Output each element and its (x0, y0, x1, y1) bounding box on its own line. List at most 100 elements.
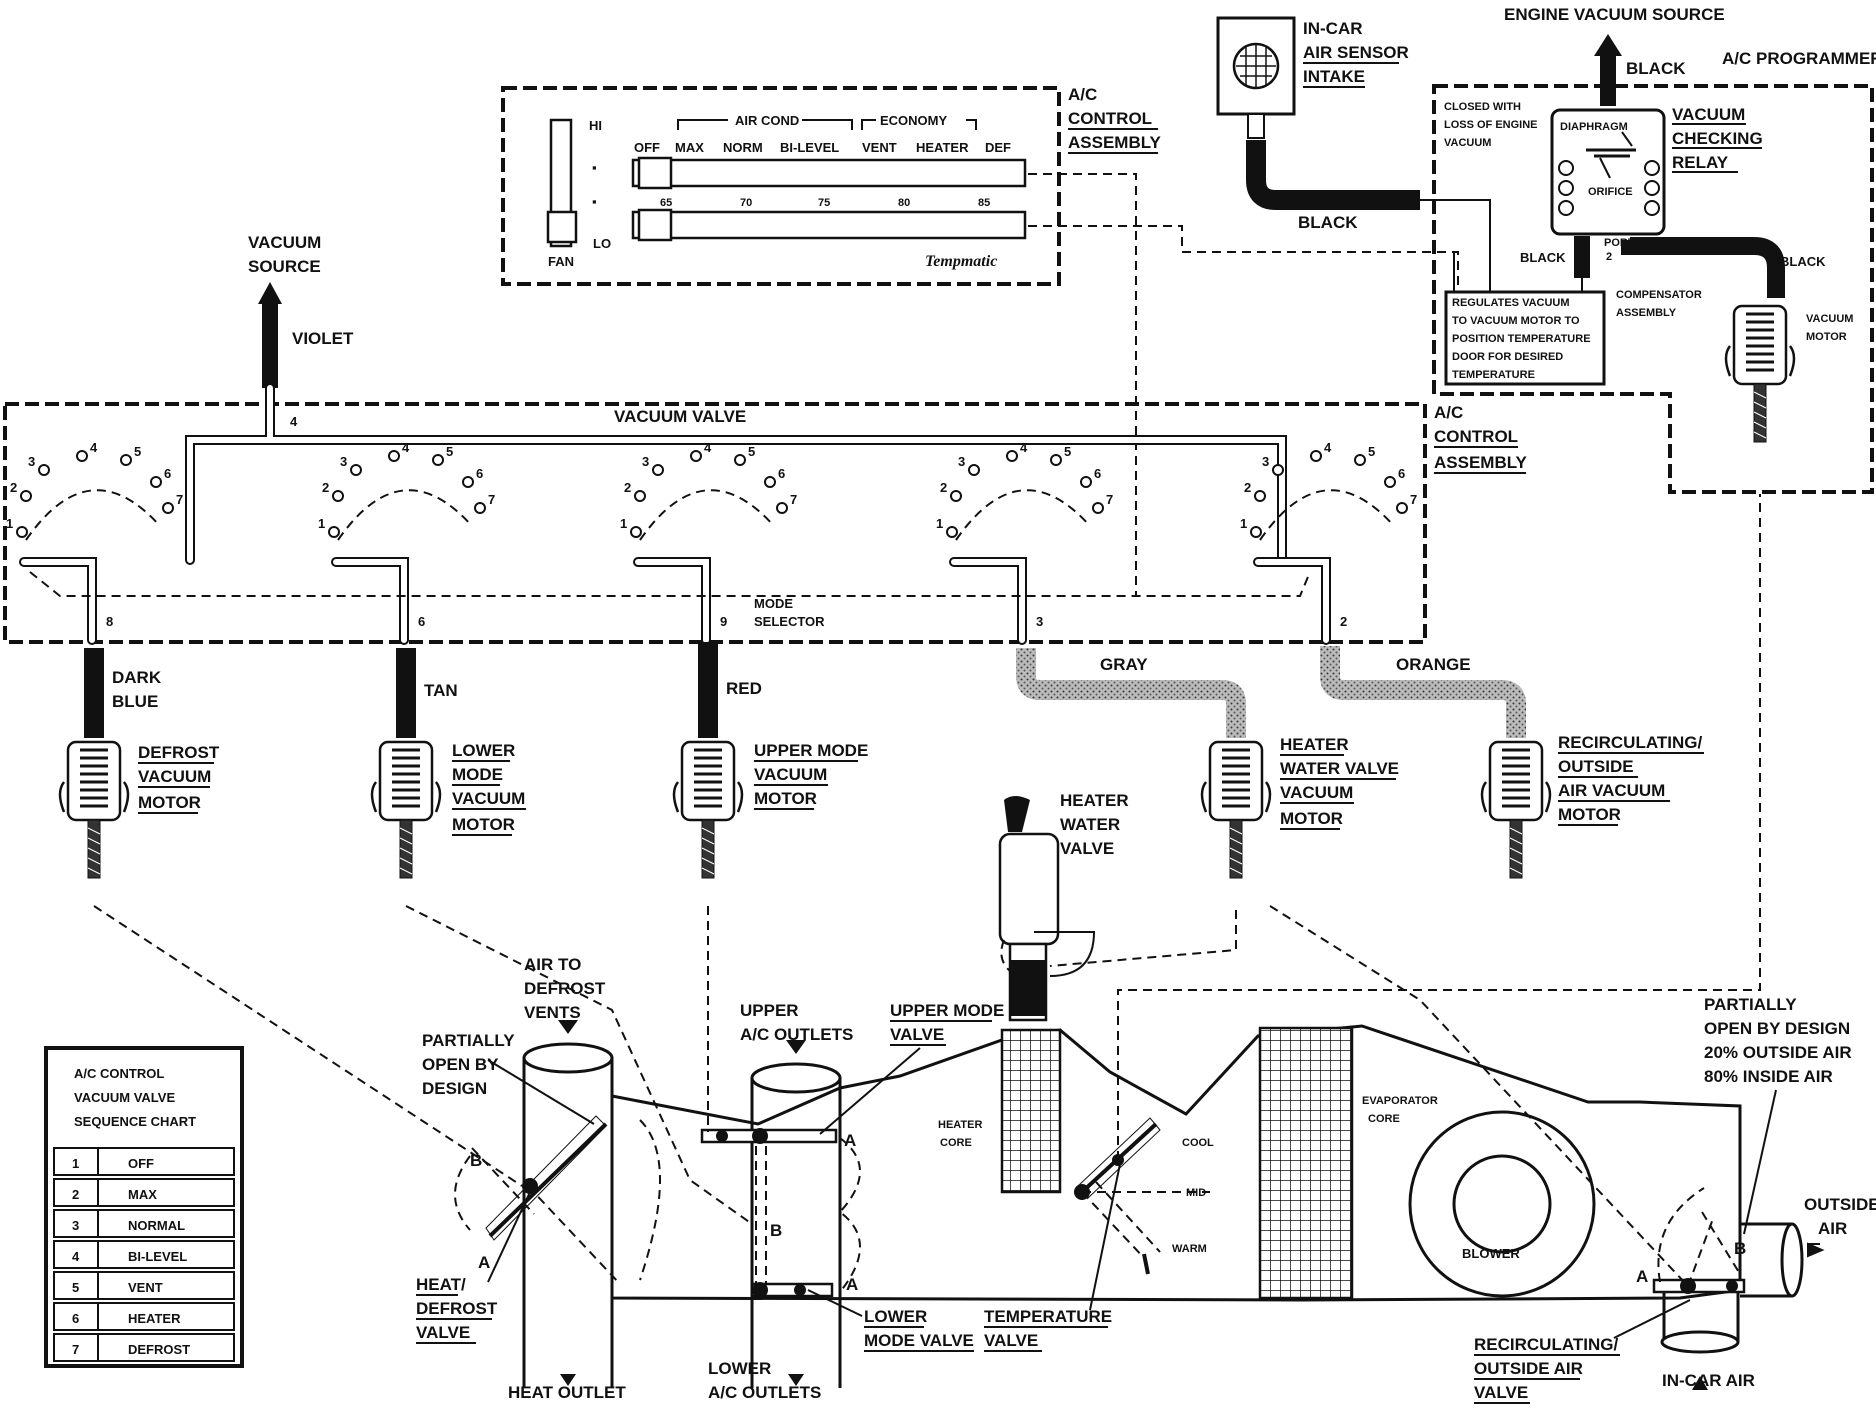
chart-title-2: VACUUM VALVE (74, 1090, 175, 1105)
black-sensor-hose-label: BLACK (1298, 213, 1358, 232)
selector-port-label-3-7: 7 (790, 492, 797, 507)
recirc-valve-leader (1613, 1299, 1691, 1339)
heat-defrost-leader (487, 1191, 531, 1283)
selector-port-label-4-1: 1 (936, 516, 943, 531)
orifice-label: ORIFICE (1588, 186, 1633, 198)
engine-vacuum-arrow (1594, 34, 1622, 56)
mode-knob[interactable] (637, 156, 673, 190)
lower-motor-1: LOWER (452, 741, 515, 760)
selector-port-label-2-7: 7 (488, 492, 495, 507)
selector-port-label-2-4: 4 (402, 440, 410, 455)
fan-knob[interactable] (546, 210, 578, 244)
closed-with-3: VACUUM (1444, 137, 1491, 149)
upper-mode-valve-2: VALVE (890, 1025, 944, 1044)
temperature-valve-leader (1089, 1163, 1121, 1311)
lower-valve-a: A (846, 1275, 858, 1294)
black-port2-hose (1574, 236, 1590, 278)
upper-motor-3: MOTOR (754, 789, 817, 808)
blower (1408, 1110, 1596, 1298)
partially-open-right-leader (1743, 1089, 1777, 1235)
upper-valve-a: A (844, 1131, 856, 1150)
vacuum-valve-title: VACUUM VALVE (614, 407, 746, 426)
heat-defrost-valve-3: VALVE (416, 1323, 470, 1342)
selector-port-4-3 (968, 464, 980, 476)
heater-water-valve-vacuum-motor (1200, 740, 1272, 880)
selector-port-1-3 (38, 464, 50, 476)
vacuum-source-arrow (258, 282, 282, 304)
selector-port-label-5-4: 4 (1324, 440, 1332, 455)
black-sensor-hose (1246, 140, 1420, 210)
heat-outlet-label: HEAT OUTLET (508, 1383, 626, 1402)
chart-row-label-4: BI-LEVEL (128, 1249, 187, 1264)
chart-row-1 (53, 1147, 235, 1176)
lower-outlets-2: A/C OUTLETS (708, 1383, 821, 1402)
hwv-label-1: HEATER (1060, 791, 1129, 810)
selector-port-1-5 (120, 454, 132, 466)
mid-label: MID (1186, 1187, 1206, 1199)
heater-core-2: CORE (940, 1137, 972, 1149)
heater-core (1000, 1028, 1062, 1194)
selector-port-label-4-5: 5 (1064, 444, 1071, 459)
selector-port-4-2 (950, 490, 962, 502)
partially-open-right-3: 20% OUTSIDE AIR (1704, 1043, 1852, 1062)
regulates-5: TEMPERATURE (1452, 369, 1535, 381)
heater-water-valve (998, 796, 1096, 1022)
chart-row-label-3: NORMAL (128, 1218, 185, 1233)
selector-port-label-2-6: 6 (476, 466, 483, 481)
vacuum-checking-relay: DIAPHRAGM ORIFICE VACUUM CHECKING RELAY (1550, 105, 1763, 236)
selector-port-4-1 (946, 526, 958, 538)
temperature-knob[interactable] (637, 208, 673, 242)
selector-port-label-5-6: 6 (1398, 466, 1405, 481)
selector-port-2-6 (462, 476, 474, 488)
selector-port-4-7 (1092, 502, 1104, 514)
recirc-valve-2: OUTSIDE AIR (1474, 1359, 1583, 1378)
mode-outlet-ducts (700, 1040, 861, 1388)
partially-open-2: OPEN BY (422, 1055, 499, 1074)
mode-off: OFF (634, 140, 660, 155)
selector-port-4-4 (1006, 450, 1018, 462)
port2-num: 2 (1606, 251, 1612, 263)
temp-70: 70 (740, 197, 752, 209)
temp-80: 80 (898, 197, 910, 209)
chart-row-2 (53, 1178, 235, 1207)
upper-motor-label: UPPER MODE VACUUM MOTOR (754, 741, 868, 810)
selector-port-2-4 (388, 450, 400, 462)
selector-port-label-1-1: 1 (6, 516, 13, 531)
recirc-motor-4: MOTOR (1558, 805, 1621, 824)
selector-port-1-7 (162, 502, 174, 514)
blower-label: BLOWER (1462, 1246, 1520, 1261)
selector-port-3-6 (764, 476, 776, 488)
outside-air-2: AIR (1818, 1219, 1847, 1238)
compensator-2: ASSEMBLY (1616, 307, 1677, 319)
chart-row-label-2: MAX (128, 1187, 157, 1202)
mode-slider[interactable] (631, 158, 1027, 188)
closed-with-1: CLOSED WITH (1444, 101, 1521, 113)
lower-mode-valve-2: MODE VALVE (864, 1331, 974, 1350)
temperature-valve-2: VALVE (984, 1331, 1038, 1350)
recirc-valve-b: B (1734, 1239, 1746, 1258)
regulates-4: DOOR FOR DESIRED (1452, 351, 1563, 363)
lower-outlets-1: LOWER (708, 1359, 771, 1378)
sensor-label-1: IN-CAR (1303, 19, 1363, 38)
chart-row-num-4: 4 (72, 1249, 80, 1264)
selector-port-label-3-6: 6 (778, 466, 785, 481)
mode-selector-linkage (29, 571, 1311, 597)
partially-open-right-2: OPEN BY DESIGN (1704, 1019, 1850, 1038)
relay-label-2: CHECKING (1672, 129, 1763, 148)
fan-tick-2: ▪ (592, 194, 597, 209)
chart-row-label-1: OFF (128, 1156, 154, 1171)
dark-blue-1: DARK (112, 668, 162, 687)
valve-assembly-3: ASSEMBLY (1434, 453, 1528, 472)
chart-row-label-6: HEATER (128, 1311, 181, 1326)
black-right-label: BLACK (1780, 254, 1826, 269)
temp-75: 75 (818, 197, 830, 209)
selector-port-label-1-4: 4 (90, 440, 98, 455)
temperature-slider[interactable] (631, 210, 1027, 240)
violet-hose (262, 304, 278, 388)
tempmatic-brand: Tempmatic (925, 253, 997, 270)
recirc-motor-2: OUTSIDE (1558, 757, 1634, 776)
fan-hi-label: HI (589, 118, 602, 133)
upper-mode-valve-1: UPPER MODE (890, 1001, 1004, 1020)
selector-port-3-1 (630, 526, 642, 538)
